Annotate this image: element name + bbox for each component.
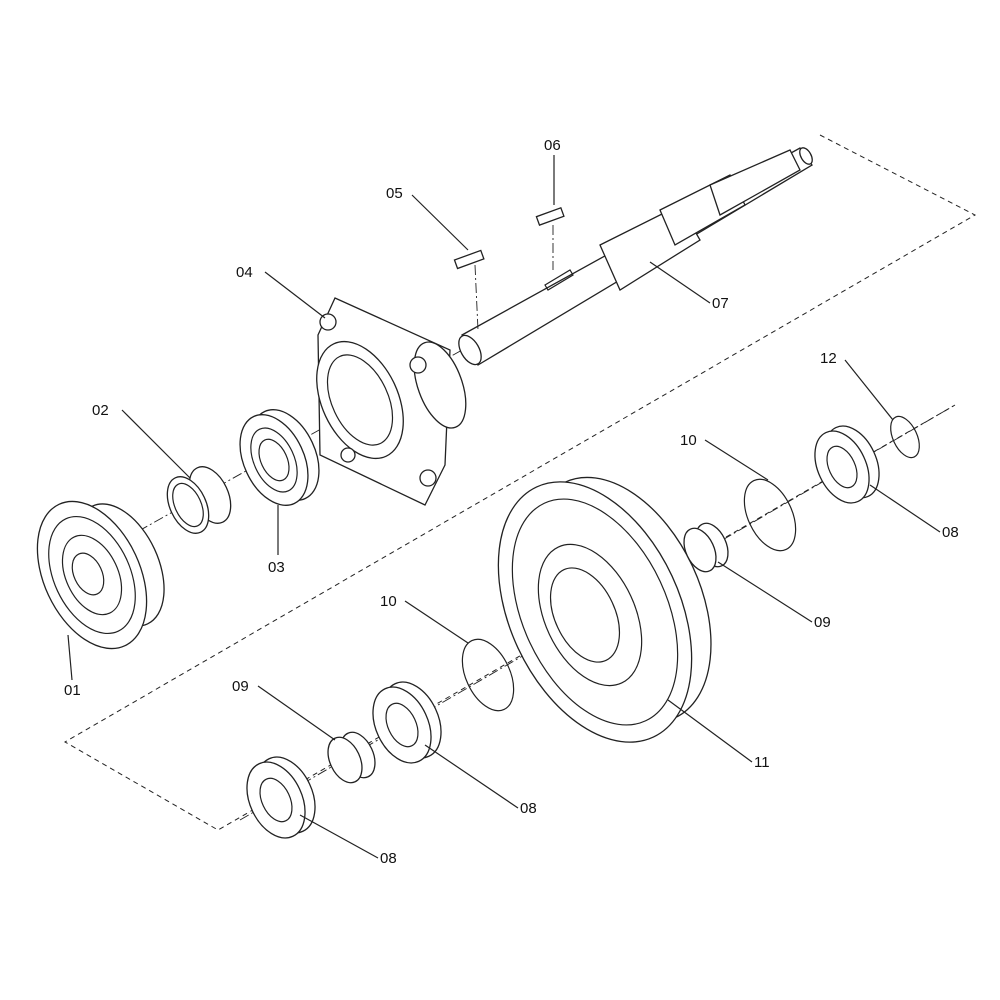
callout-06: 06 [544, 137, 561, 154]
part-08-bearing-left [246, 756, 316, 839]
part-02-bushing [166, 466, 232, 534]
callout-08-middle: 08 [520, 800, 537, 817]
leader-lines [67, 155, 941, 859]
part-08-bearing-right [814, 425, 880, 504]
part-04-housing [316, 297, 467, 506]
callout-01: 01 [64, 682, 81, 699]
assembly-frame [63, 134, 977, 831]
callout-02: 02 [92, 402, 109, 419]
part-12-circlip [890, 415, 920, 459]
part-09-spacer-right [683, 522, 729, 573]
part-10-circlip-left [461, 638, 515, 712]
part-01-pulley [36, 500, 165, 650]
callout-08-right: 08 [942, 524, 959, 541]
callout-09-left: 09 [232, 678, 249, 695]
callout-07: 07 [712, 295, 729, 312]
part-08-bearing-middle [372, 681, 442, 764]
callout-03: 03 [268, 559, 285, 576]
callout-10-right: 10 [680, 432, 697, 449]
part-09-spacer-left [327, 731, 376, 784]
callout-10-left: 10 [380, 593, 397, 610]
callout-11: 11 [754, 754, 770, 771]
part-07-shaft [458, 147, 813, 366]
callout-04: 04 [236, 264, 253, 281]
callout-12: 12 [820, 350, 837, 367]
callout-08-left: 08 [380, 850, 397, 867]
part-06-key [535, 206, 565, 226]
callout-09-right: 09 [814, 614, 831, 631]
part-03-bearing [239, 409, 320, 506]
part-11-pulley [497, 476, 712, 743]
callout-05: 05 [386, 185, 403, 202]
part-10-circlip-right [743, 478, 797, 552]
part-05-key [453, 249, 485, 270]
